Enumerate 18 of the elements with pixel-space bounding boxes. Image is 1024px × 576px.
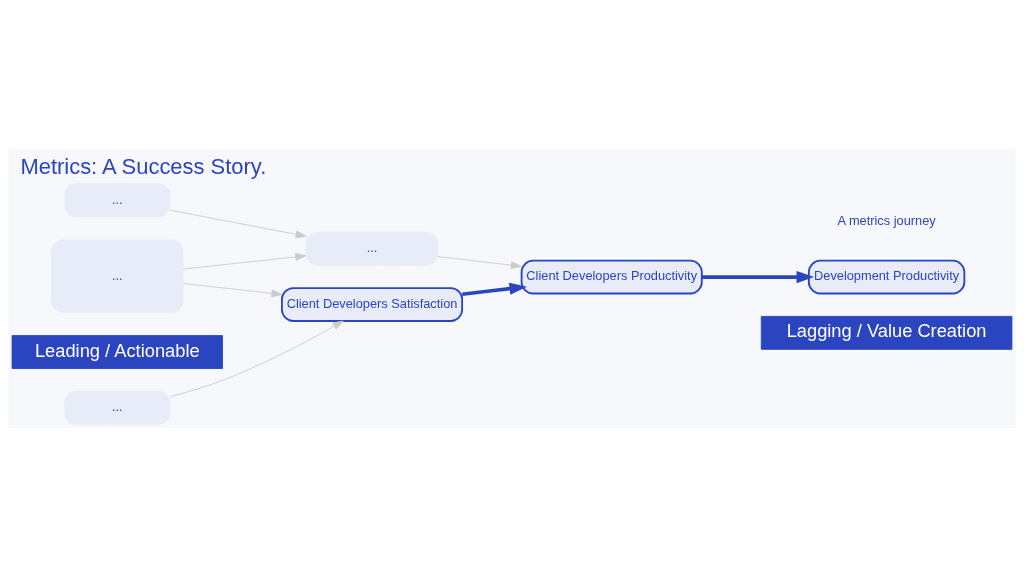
node-box: Development Productivity: [807, 259, 966, 294]
arrow: [182, 252, 307, 270]
node-box: Client Developers Satisfaction: [281, 286, 464, 322]
node-box: ...: [64, 182, 171, 217]
arrow: [437, 255, 522, 269]
node-box: ...: [50, 239, 184, 313]
label: A metrics journey: [837, 212, 936, 228]
node-box: Lagging / Value Creation: [760, 315, 1013, 350]
arrow: [182, 282, 283, 297]
node-box: ...: [305, 231, 439, 266]
node-box: Client Developers Productivity: [520, 259, 703, 294]
diagram-title: Metrics: A Success Story.: [20, 153, 267, 179]
node-box: ...: [64, 390, 171, 425]
arrow: [702, 270, 814, 283]
arrow: [169, 209, 307, 238]
arrow: [169, 320, 344, 397]
node-box: Leading / Actionable: [11, 334, 223, 369]
arrow: [462, 282, 527, 296]
